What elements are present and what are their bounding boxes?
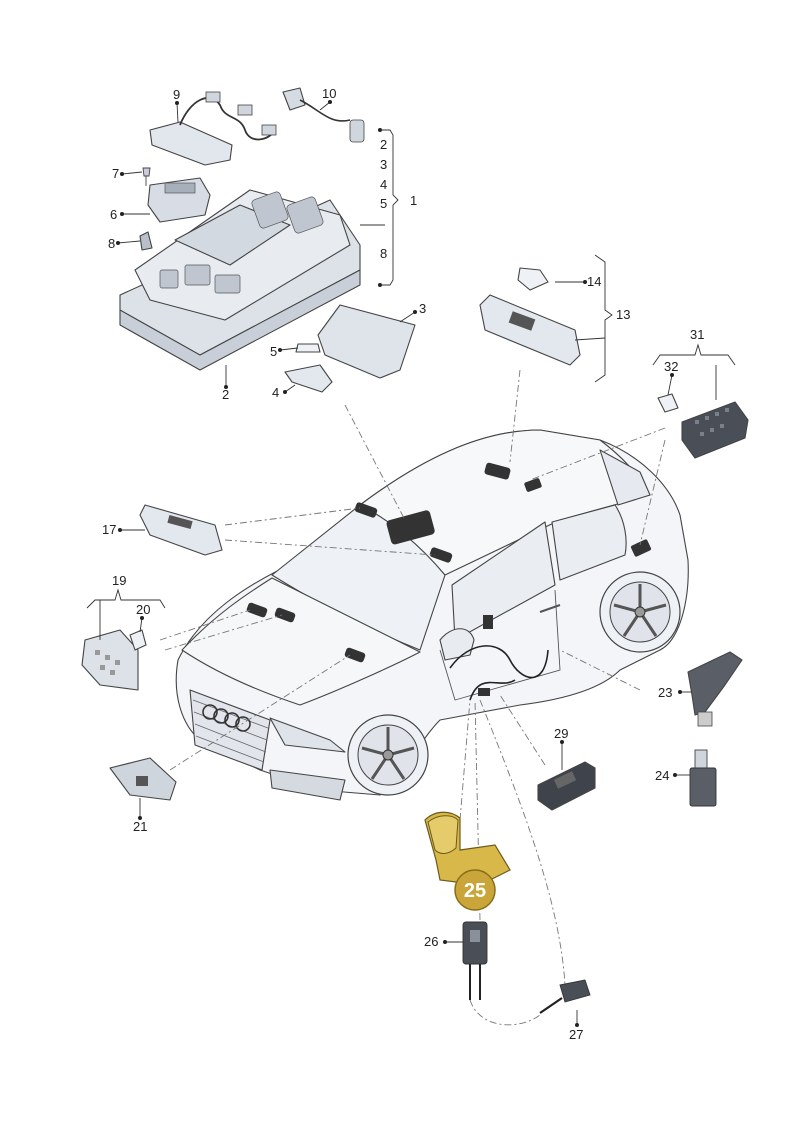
label-20: 20 — [136, 602, 150, 617]
label-5-bracket: 5 — [380, 196, 387, 211]
label-9: 9 — [173, 87, 180, 102]
part-27 — [539, 979, 591, 1014]
label-21: 21 — [133, 819, 147, 834]
label-4-bracket: 4 — [380, 177, 387, 192]
label-10: 10 — [322, 86, 336, 101]
label-7: 7 — [112, 166, 119, 181]
leader-lines — [86, 101, 736, 1025]
roof-console-assembly — [119, 87, 416, 393]
car-illustration — [175, 429, 689, 801]
label-23: 23 — [658, 685, 672, 700]
highlighted-part-25 — [424, 811, 511, 886]
label-8: 8 — [108, 236, 115, 251]
label-2-bracket: 2 — [380, 137, 387, 152]
left-parts — [81, 504, 223, 801]
label-17: 17 — [102, 522, 116, 537]
label-32: 32 — [664, 359, 678, 374]
label-14: 14 — [587, 274, 601, 289]
rear-wheel — [599, 571, 681, 653]
front-wheel — [347, 714, 429, 796]
label-19: 19 — [112, 573, 126, 588]
right-parts — [479, 267, 749, 811]
callout-25[interactable]: 25 — [454, 869, 496, 911]
label-1: 1 — [410, 193, 417, 208]
label-24: 24 — [655, 768, 669, 783]
leader-dots — [116, 100, 682, 1027]
label-13: 13 — [616, 307, 630, 322]
label-27: 27 — [569, 1027, 583, 1042]
label-5: 5 — [270, 344, 277, 359]
label-29: 29 — [554, 726, 568, 741]
audi-logo — [202, 704, 251, 732]
label-26: 26 — [424, 934, 438, 949]
label-31: 31 — [690, 327, 704, 342]
label-25: 25 — [464, 880, 486, 902]
label-6: 6 — [110, 207, 117, 222]
label-2: 2 — [222, 387, 229, 402]
label-4: 4 — [272, 385, 279, 400]
projection-lines — [159, 369, 666, 1026]
label-3: 3 — [419, 301, 426, 316]
label-3-bracket: 3 — [380, 157, 387, 172]
part-number-labels: 9 10 2 3 4 5 1 8 7 6 8 3 5 4 2 14 13 31 … — [102, 86, 704, 1042]
part-26 — [462, 921, 488, 1000]
label-8-bracket: 8 — [380, 246, 387, 261]
